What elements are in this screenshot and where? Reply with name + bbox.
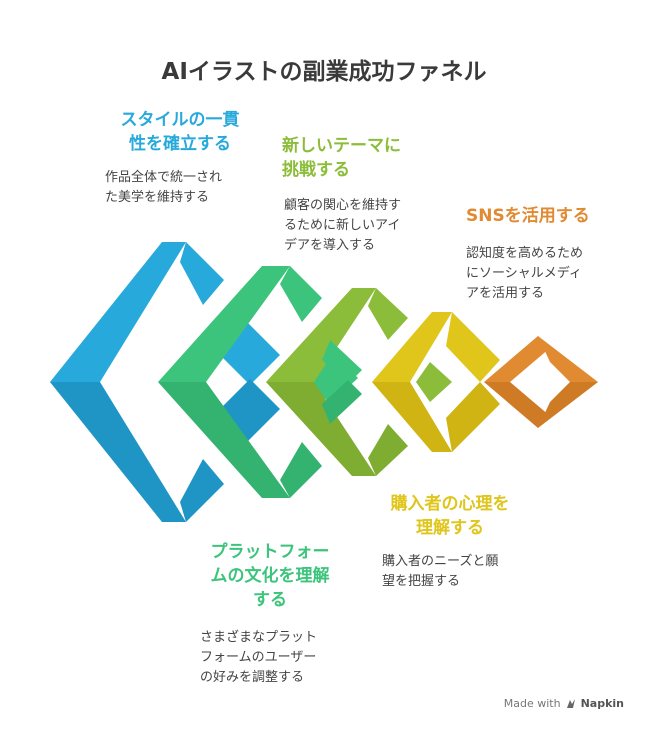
chevron-5	[484, 336, 598, 428]
page-title: AIイラストの副業成功ファネル	[161, 59, 487, 85]
step-5-desc-line-1: 認知度を高めるため	[466, 246, 584, 261]
step-3-title-line-2: 挑戦する	[282, 160, 350, 180]
step-3-desc-line-1: 顧客の関心を維持す	[284, 198, 402, 213]
step-2-desc-line-1: さまざまなプラット	[200, 630, 318, 645]
made-with-label: Made with	[503, 697, 561, 710]
step-5-title-line-1: SNSを活用する	[466, 206, 590, 226]
step-4-title-line-2: 理解する	[416, 518, 484, 538]
step-5-desc-line-2: にソーシャルメディ	[466, 266, 582, 281]
step-2-desc-line-2: フォームのユーザー	[200, 650, 317, 665]
chevron-4	[372, 312, 500, 452]
step-4-title: 購入者の心理を 理解する	[370, 492, 530, 540]
step-4-description: 購入者のニーズと願 望を把握する	[382, 552, 532, 592]
step-1-desc-line-2: た美学を維持する	[105, 190, 210, 205]
chevron-2	[158, 266, 358, 498]
step-4-desc-line-2: 望を把握する	[382, 574, 461, 589]
step-5-desc-line-3: アを活用する	[466, 286, 545, 301]
step-2-title: プラットフォー ムの文化を理解 する	[190, 540, 350, 612]
chevron-1	[50, 242, 280, 522]
step-1-desc-line-1: 作品全体で統一され	[105, 170, 223, 185]
step-1-title: スタイルの一貫 性を確立する	[100, 108, 260, 156]
step-2-title-line-1: プラットフォー	[210, 542, 330, 562]
step-2-title-line-3: する	[253, 590, 287, 610]
napkin-brand: Napkin	[580, 697, 624, 710]
step-3-title: 新しいテーマに 挑戦する	[282, 134, 442, 182]
step-3-desc-line-3: デアを導入する	[284, 238, 376, 253]
step-1-title-line-2: 性を確立する	[129, 134, 231, 154]
footer-attribution: Made with Napkin	[504, 697, 624, 710]
step-3-desc-line-2: るために新しいアイ	[284, 218, 401, 233]
step-1-description: 作品全体で統一され た美学を維持する	[105, 168, 265, 208]
step-2-title-line-2: ムの文化を理解	[210, 566, 330, 586]
step-3-description: 顧客の関心を維持す るために新しいアイ デアを導入する	[284, 196, 434, 256]
step-5-description: 認知度を高めるため にソーシャルメディ アを活用する	[466, 244, 616, 304]
step-4-title-line-1: 購入者の心理を	[390, 494, 510, 514]
step-2-desc-line-3: の好みを調整する	[200, 670, 305, 685]
napkin-logo-icon	[566, 698, 575, 708]
chevron-3	[266, 288, 408, 476]
step-3-title-line-1: 新しいテーマに	[282, 136, 401, 156]
step-2-description: さまざまなプラット フォームのユーザー の好みを調整する	[200, 628, 350, 688]
step-5-title: SNSを活用する	[466, 204, 626, 228]
step-1-title-line-1: スタイルの一貫	[120, 110, 240, 130]
step-4-desc-line-1: 購入者のニーズと願	[382, 554, 499, 569]
